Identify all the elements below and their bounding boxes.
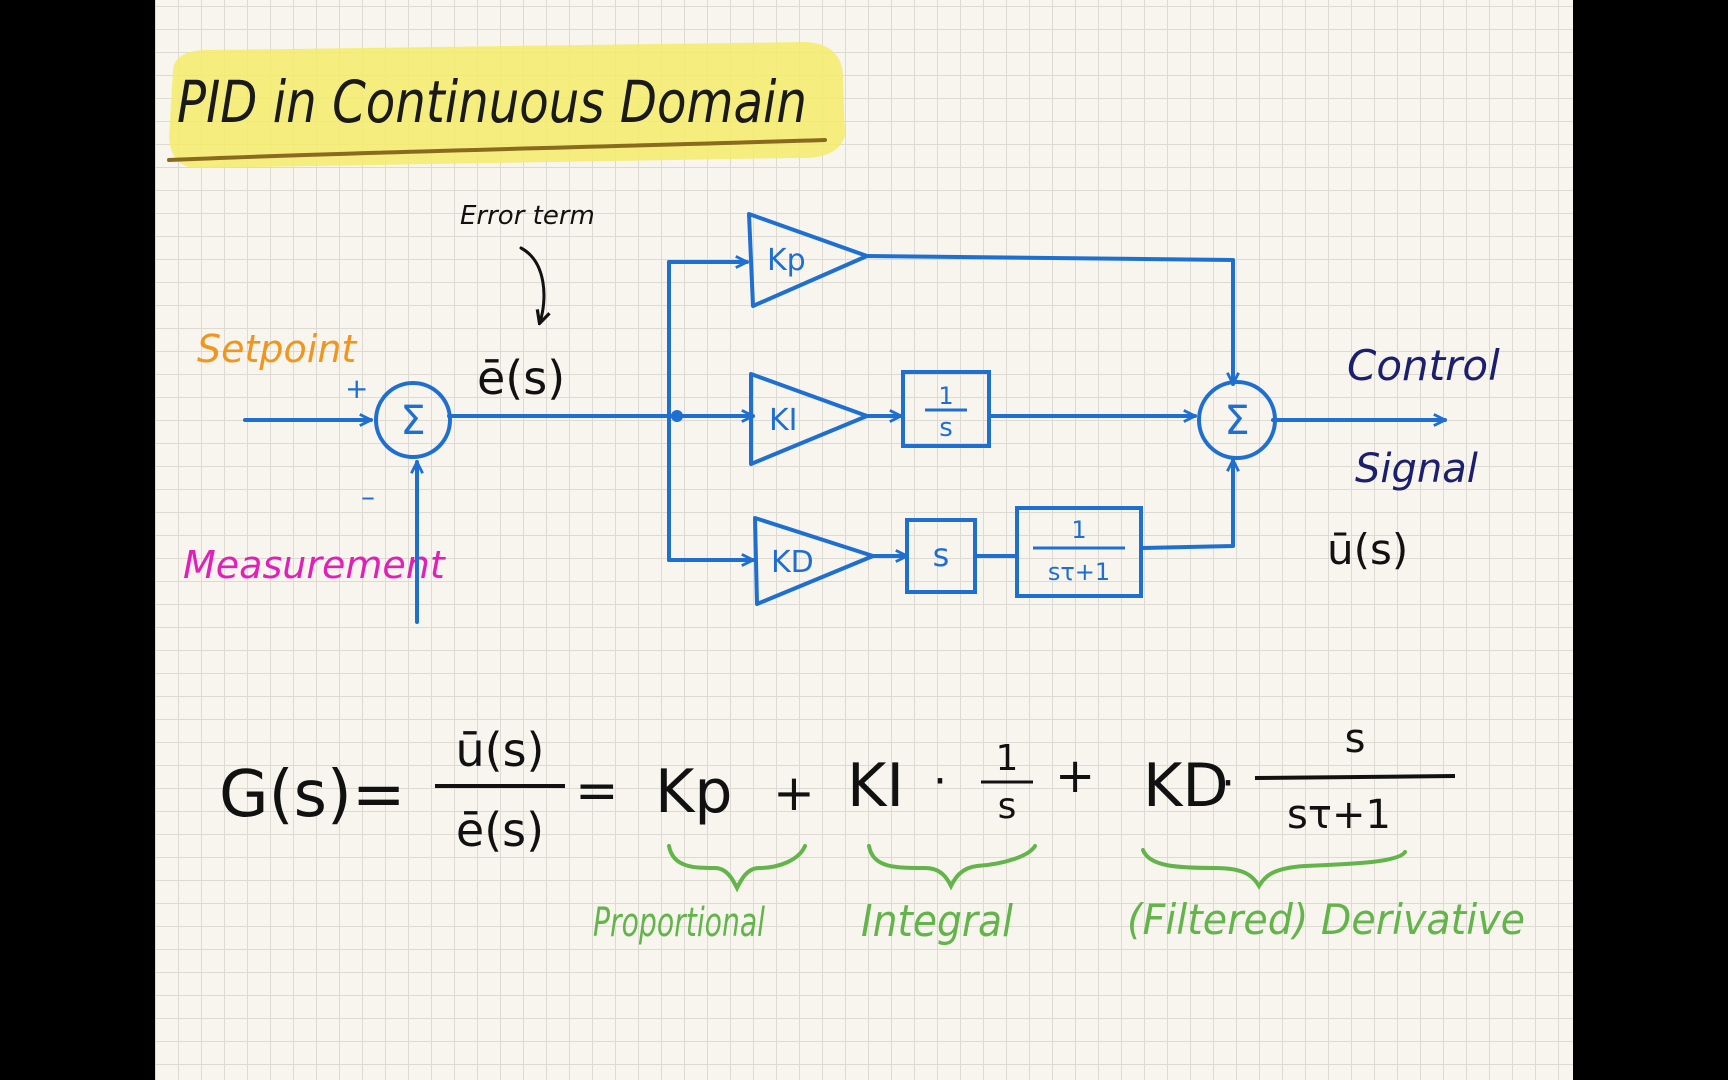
measurement-label: Measurement xyxy=(183,543,447,587)
eq-der-numerator: s xyxy=(1345,716,1366,762)
eq-plus-1: + xyxy=(773,764,815,822)
integral-brace xyxy=(867,844,1037,891)
minus-sign: – xyxy=(361,480,375,513)
output-signal-label: ū(s) xyxy=(1327,525,1408,574)
eq-int-denominator: s xyxy=(998,786,1017,827)
error-term-arrow xyxy=(519,246,544,322)
eq-kd: KD xyxy=(1143,751,1229,821)
page-title: PID in Continuous Domain xyxy=(177,68,807,136)
filter-denominator: sτ+1 xyxy=(1048,558,1110,586)
setpoint-label: Setpoint xyxy=(197,327,358,371)
eq-ki: KI xyxy=(847,751,904,821)
integrator-block xyxy=(901,370,991,448)
eq-equals: = xyxy=(575,761,619,821)
derivative-term-label: (Filtered) Derivative xyxy=(1127,895,1525,944)
eq-plus-2: + xyxy=(1055,748,1095,804)
proportional-label: Proportional xyxy=(593,900,765,946)
plus-sign: + xyxy=(345,372,368,405)
derivative-brace xyxy=(1141,848,1407,890)
eq-kp: Kp xyxy=(655,757,732,827)
filter-out-wire xyxy=(1139,458,1233,550)
eq-der-denominator: sτ+1 xyxy=(1287,792,1391,838)
kp-gain-block xyxy=(747,212,869,308)
eq-frac-numerator: ū(s) xyxy=(455,723,544,777)
kd-gain-block xyxy=(753,516,875,606)
integral-label: Integral xyxy=(861,896,1014,947)
input-sum-symbol: Σ xyxy=(400,398,425,444)
kd-label: KD xyxy=(771,545,814,580)
transfer-function: G(s)= ū(s) ē(s) = Kp + KI · 1 s + KD · s… xyxy=(219,716,1456,857)
title-highlight xyxy=(169,42,845,168)
eq-frac-denominator: ē(s) xyxy=(456,803,544,857)
derivative-label: s xyxy=(933,536,950,574)
control-label: Control xyxy=(1347,341,1500,390)
eq-lhs: G(s)= xyxy=(219,758,406,832)
eq-der-bar xyxy=(1254,774,1456,780)
signal-label: Signal xyxy=(1355,446,1478,492)
proportional-brace xyxy=(667,844,807,893)
integrator-numerator: 1 xyxy=(938,382,953,410)
ki-label: KI xyxy=(769,403,798,438)
filter-block xyxy=(1015,506,1143,598)
eq-dot-1: · xyxy=(933,756,947,807)
pid-diagram: PID in Continuous Domain Error term Setp… xyxy=(167,42,1525,947)
input-sum-junction xyxy=(374,381,452,459)
eq-int-numerator: 1 xyxy=(996,738,1019,779)
integrator-denominator: s xyxy=(939,413,953,443)
output-sum-junction xyxy=(1197,380,1277,460)
eq-dot-2: · xyxy=(1221,758,1235,809)
filter-numerator: 1 xyxy=(1071,516,1086,544)
branch-node xyxy=(671,410,683,422)
output-sum-symbol: Σ xyxy=(1224,398,1249,444)
kp-label: Kp xyxy=(767,243,806,278)
derivative-block xyxy=(905,518,977,594)
title-underline xyxy=(167,138,827,162)
error-term-label: Error term xyxy=(460,201,595,231)
kp-out-wire xyxy=(865,254,1233,386)
error-signal-label: ē(s) xyxy=(477,351,565,405)
ki-gain-block xyxy=(749,372,869,466)
notebook-page: PID in Continuous Domain Error term Setp… xyxy=(155,0,1573,1080)
